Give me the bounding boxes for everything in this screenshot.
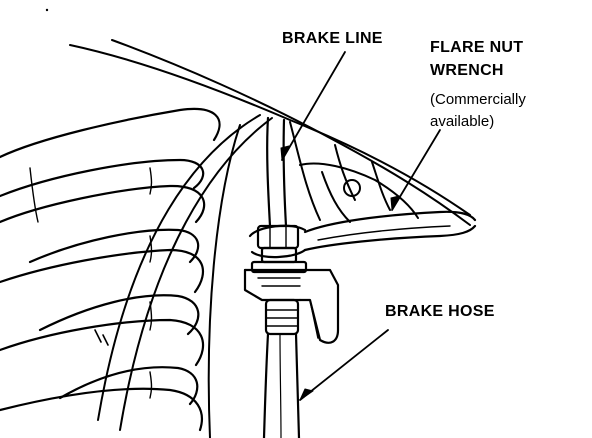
flare-nut-wrench-label-line1: FLARE NUT [430,39,524,56]
leader-lines [280,51,441,401]
flare-nut-wrench [248,210,477,259]
flare-nut-wrench-label-line2: WRENCH [430,62,504,79]
brake-hose-label: BRAKE HOSE [385,303,495,320]
flare-nut-wrench-note-line1: (Commercially [430,91,526,108]
hose-fitting [243,260,340,344]
brake-line-tube [266,116,288,228]
flare-nut-wrench-note-line2: available) [430,113,495,130]
strut-body [97,114,273,438]
brake-hose-tube [262,332,301,438]
flare-nut [256,224,300,264]
body-panel [69,39,471,226]
coil-spring [0,107,221,432]
mounting-bracket [299,162,419,223]
brake-line-label: BRAKE LINE [282,30,383,47]
